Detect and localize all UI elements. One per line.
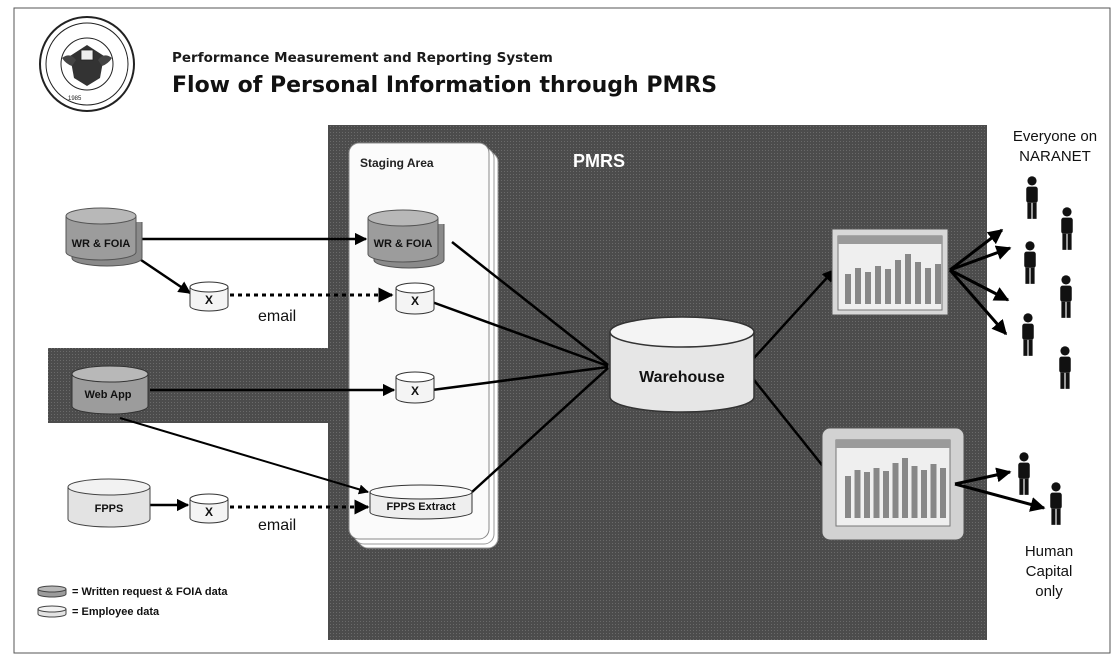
line-webapp-to-fpps-extract	[119, 417, 369, 495]
staging-x1-label: X	[411, 294, 419, 308]
source-fpps-cylinder: FPPS	[67, 478, 151, 528]
legend: = Written request & FOIA data = Employee…	[37, 585, 228, 618]
line-staging-x1-to-warehouse	[431, 300, 609, 368]
thumbnail-bar	[845, 274, 851, 304]
x-fpps-label: X	[205, 505, 213, 519]
staging-wr-foia-cylinder: WR & FOIA	[367, 209, 445, 269]
line-staging-foia-to-warehouse	[451, 241, 609, 366]
staging-label: Staging Area	[360, 156, 434, 170]
staging-x-cylinder-2: X	[395, 371, 435, 404]
thumbnail-bar	[892, 463, 899, 518]
report-dashboard-2	[821, 427, 965, 541]
nara-seal: 1985	[39, 16, 135, 112]
email-label-1: email	[258, 308, 296, 325]
person-icon	[1060, 275, 1072, 318]
thumbnail-bar	[883, 471, 889, 518]
legend-written: = Written request & FOIA data	[72, 586, 228, 598]
source-wr-foia-label: WR & FOIA	[72, 238, 131, 250]
person-icons	[1018, 176, 1073, 525]
person-icon	[1061, 207, 1073, 250]
page-title: Flow of Personal Information through PMR…	[172, 73, 717, 98]
arrow-warehouse-to-report2	[753, 379, 835, 481]
thumbnail-bar	[855, 268, 861, 304]
thumbnail-bar	[935, 264, 941, 304]
seal-year: 1985	[68, 96, 82, 102]
email-label-2: email	[258, 517, 296, 534]
staging-x2-label: X	[411, 384, 419, 398]
page-subtitle: Performance Measurement and Reporting Sy…	[172, 50, 553, 66]
arrow-warehouse-to-report1	[753, 269, 835, 359]
person-icon	[1050, 482, 1062, 525]
thumbnail-bar	[864, 472, 870, 518]
thumbnail-bar	[940, 468, 946, 518]
person-icon	[1059, 346, 1071, 389]
thumbnail-bar	[885, 269, 891, 304]
staging-fpps-extract-label: FPPS Extract	[386, 501, 455, 513]
arrow-foia-to-x	[140, 258, 192, 295]
person-icon	[1026, 176, 1038, 219]
audience-everyone-line2: NARANET	[1019, 148, 1091, 165]
source-fpps-label: FPPS	[95, 503, 124, 515]
warehouse-cylinder: Warehouse	[609, 316, 755, 413]
x-cylinder-fpps: X	[189, 493, 229, 524]
thumbnail-bar	[845, 476, 851, 518]
thumbnail-bar	[854, 470, 861, 518]
report-dashboard-1	[831, 228, 949, 316]
line-fpps-extract-to-warehouse	[471, 367, 609, 493]
audience-hc-line2: Capital	[1026, 563, 1073, 580]
audience-everyone-line1: Everyone on	[1013, 128, 1097, 145]
source-wr-foia-cylinder: WR & FOIA	[65, 207, 143, 267]
staging-x-cylinder-1: X	[395, 282, 435, 315]
audience-arrows	[948, 228, 1046, 512]
thumbnail-bar	[875, 266, 881, 304]
thumbnail-bar	[925, 268, 931, 304]
person-icon	[1022, 313, 1034, 356]
line-staging-x2-to-warehouse	[431, 365, 609, 392]
thumbnail-bar	[905, 254, 911, 304]
warehouse-label: Warehouse	[639, 369, 725, 386]
staging-fpps-extract-cylinder: FPPS Extract	[369, 484, 473, 520]
thumbnail-bar	[865, 272, 871, 304]
thumbnail-bar	[930, 464, 937, 518]
thumbnail-bar	[911, 466, 918, 518]
x-foia-label: X	[205, 293, 213, 307]
legend-employee: = Employee data	[72, 606, 160, 618]
pmrs-label: PMRS	[573, 151, 625, 171]
flow-lines	[119, 232, 835, 512]
audience-hc-line3: only	[1035, 583, 1063, 600]
audience-hc-line1: Human	[1025, 543, 1073, 560]
x-cylinder-foia: X	[189, 281, 229, 312]
thumbnail-bar	[915, 262, 921, 304]
email-dashed-lines	[230, 287, 394, 515]
source-web-app-cylinder: Web App	[71, 365, 149, 415]
page-border	[13, 7, 1111, 654]
staging-wr-foia-label: WR & FOIA	[374, 238, 433, 250]
source-web-app-label: Web App	[84, 389, 131, 401]
person-icon	[1018, 452, 1030, 495]
thumbnail-bar	[895, 260, 901, 304]
thumbnail-bar	[921, 470, 927, 518]
thumbnail-bar	[873, 468, 880, 518]
person-icon	[1024, 241, 1036, 284]
thumbnail-bar	[902, 458, 908, 518]
